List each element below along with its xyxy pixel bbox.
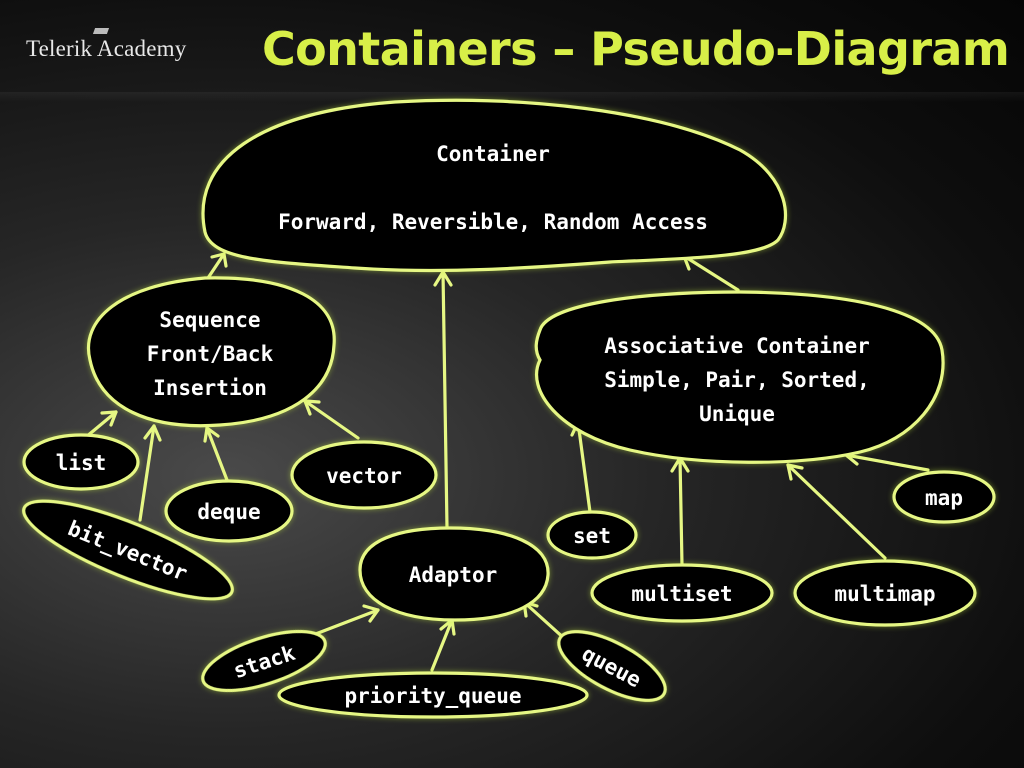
- queue-shape: [557, 630, 667, 702]
- telerik-academy-logo: Telerik Academy: [26, 28, 187, 62]
- edge-list-to-sequence: [84, 410, 118, 439]
- node-queue: queue: [557, 630, 667, 702]
- sequence-line-1: Sequence: [159, 308, 260, 332]
- title-divider: [0, 92, 1024, 102]
- edge-bit-vector-to-sequence: [138, 424, 162, 522]
- associative-line-1: Associative Container: [604, 334, 870, 358]
- node-list: list: [22, 433, 140, 491]
- container-title: Container: [436, 142, 550, 166]
- node-deque: deque: [164, 479, 294, 543]
- multimap-shape: [793, 559, 977, 627]
- edge-associative-to-container: [682, 253, 740, 292]
- edge-queue-to-adaptor: [522, 600, 568, 642]
- edge-adaptor-to-container: [433, 270, 453, 530]
- edge-vector-to-sequence: [303, 399, 360, 440]
- node-multiset: multiset: [590, 563, 774, 623]
- sequence-line-3: Insertion: [153, 376, 267, 400]
- node-set: set: [546, 510, 638, 560]
- node-bit-vector: bit_vector: [22, 499, 234, 601]
- list-label: list: [56, 451, 107, 475]
- node-container: Container Forward, Reversible, Random Ac…: [201, 98, 788, 273]
- associative-shape: [534, 290, 945, 464]
- stack-shape: [201, 629, 327, 693]
- node-priority-queue: priority_queue: [277, 671, 589, 719]
- node-sequence: Sequence Front/Back Insertion: [87, 276, 336, 428]
- edge-multiset-to-associative: [670, 456, 690, 567]
- sequence-shape: [87, 276, 336, 428]
- node-associative-container: Associative Container Simple, Pair, Sort…: [534, 290, 945, 464]
- vector-label: vector: [326, 464, 402, 488]
- node-multimap: multimap: [793, 559, 977, 627]
- set-shape: [546, 510, 638, 560]
- logo-text: Telerik Academy: [26, 36, 187, 61]
- node-adaptor: Adaptor: [358, 526, 550, 622]
- edge-priority-queue-to-adaptor: [430, 618, 456, 672]
- list-shape: [22, 433, 140, 491]
- container-subtitle: Forward, Reversible, Random Access: [278, 210, 708, 234]
- edge-deque-to-sequence: [203, 426, 229, 482]
- vector-shape: [290, 440, 438, 510]
- deque-shape: [164, 479, 294, 543]
- multimap-label: multimap: [834, 582, 935, 606]
- multiset-shape: [590, 563, 774, 623]
- map-label: map: [925, 486, 963, 510]
- priority-queue-shape: [277, 671, 589, 719]
- container-shape: [201, 98, 788, 273]
- sequence-line-2: Front/Back: [147, 342, 274, 366]
- associative-line-2: Simple, Pair, Sorted,: [604, 368, 870, 392]
- edges: [84, 252, 930, 672]
- set-label: set: [573, 524, 611, 548]
- priority-queue-label: priority_queue: [344, 684, 521, 708]
- adaptor-label: Adaptor: [409, 563, 498, 587]
- map-shape: [892, 470, 996, 524]
- node-stack: stack: [201, 629, 327, 693]
- adaptor-shape: [358, 526, 550, 622]
- deque-label: deque: [197, 500, 260, 524]
- node-vector: vector: [290, 440, 438, 510]
- multiset-label: multiset: [631, 582, 732, 606]
- bit-vector-shape: [22, 499, 234, 601]
- edge-multimap-to-associative: [786, 463, 887, 560]
- node-map: map: [892, 470, 996, 524]
- page-title: Containers – Pseudo-Diagram: [262, 22, 1010, 76]
- associative-line-3: Unique: [699, 402, 775, 426]
